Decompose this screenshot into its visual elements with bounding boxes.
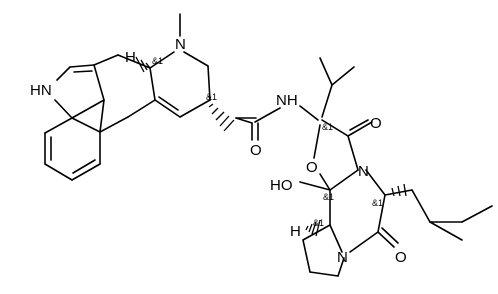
bond (299, 181, 331, 191)
stereo-label-c5p: &1 (372, 198, 383, 208)
bond (56, 66, 71, 81)
hash-bond-c5 (135, 56, 151, 73)
bond (154, 99, 181, 118)
atom-pyrrolidine-n: N (337, 249, 348, 266)
bond (71, 99, 105, 119)
bond (329, 169, 359, 191)
bond (347, 135, 359, 171)
atom-ketone-o-bottom: O (395, 249, 407, 266)
bond (99, 116, 129, 133)
bond (72, 159, 96, 174)
bond (99, 99, 105, 133)
hash-bond-c8 (208, 103, 235, 132)
bond (321, 84, 333, 118)
bond (183, 51, 209, 67)
bond (411, 189, 431, 223)
bond (429, 221, 463, 241)
atom-amine-n: N (175, 36, 186, 53)
bond (69, 64, 95, 68)
atom-amide-o: O (250, 142, 262, 159)
bond (319, 57, 333, 86)
bond (349, 231, 379, 253)
bond (127, 99, 156, 118)
atom-h-top: H (125, 49, 136, 66)
bond (349, 119, 369, 131)
bond (313, 124, 321, 159)
atom-hydroxyl: HO (270, 177, 293, 194)
bond (71, 117, 101, 133)
stereo-label-c2p: &1 (322, 122, 333, 132)
stereo-label-c5: &1 (152, 56, 163, 66)
bond (149, 51, 175, 69)
hash-bond-c12p (305, 219, 321, 237)
bond (384, 189, 413, 196)
bond (44, 163, 73, 181)
bond (321, 119, 349, 137)
bond (337, 257, 345, 277)
bond (73, 70, 93, 73)
atom-lactam-n: N (358, 163, 369, 180)
atom-ketone-o-top: O (370, 115, 382, 132)
bond (93, 54, 119, 66)
stereo-label-c12p: &1 (323, 192, 334, 202)
stereo-label-c11p: &1 (313, 218, 324, 228)
bond (149, 67, 156, 101)
bond (319, 173, 331, 191)
bond (254, 107, 281, 123)
bond (158, 96, 179, 111)
bond (377, 231, 395, 248)
ergoline-bonds (44, 13, 211, 181)
bond (207, 65, 211, 101)
cyclol-bonds (299, 57, 493, 277)
bond (302, 239, 311, 273)
bond (54, 99, 73, 119)
bond (461, 205, 493, 223)
atom-amide-nh: NH (276, 92, 298, 109)
bond (377, 194, 386, 233)
bond (381, 227, 399, 244)
bond (93, 64, 105, 101)
bond (44, 117, 73, 134)
bond (365, 169, 386, 196)
bond (71, 163, 101, 181)
bond (347, 121, 373, 137)
bond (299, 105, 319, 121)
atom-ring-o: O (306, 159, 318, 176)
atom-h-bottom: H (290, 223, 301, 240)
hash-bond-c5p (391, 183, 407, 197)
atom-indole-nh: HN (30, 82, 52, 99)
bond (309, 271, 339, 277)
bond (235, 117, 253, 124)
amide-bonds (235, 105, 319, 141)
stereo-label-c8: &1 (206, 92, 217, 102)
bond (329, 224, 343, 253)
bond (179, 99, 211, 118)
bond (331, 66, 355, 86)
